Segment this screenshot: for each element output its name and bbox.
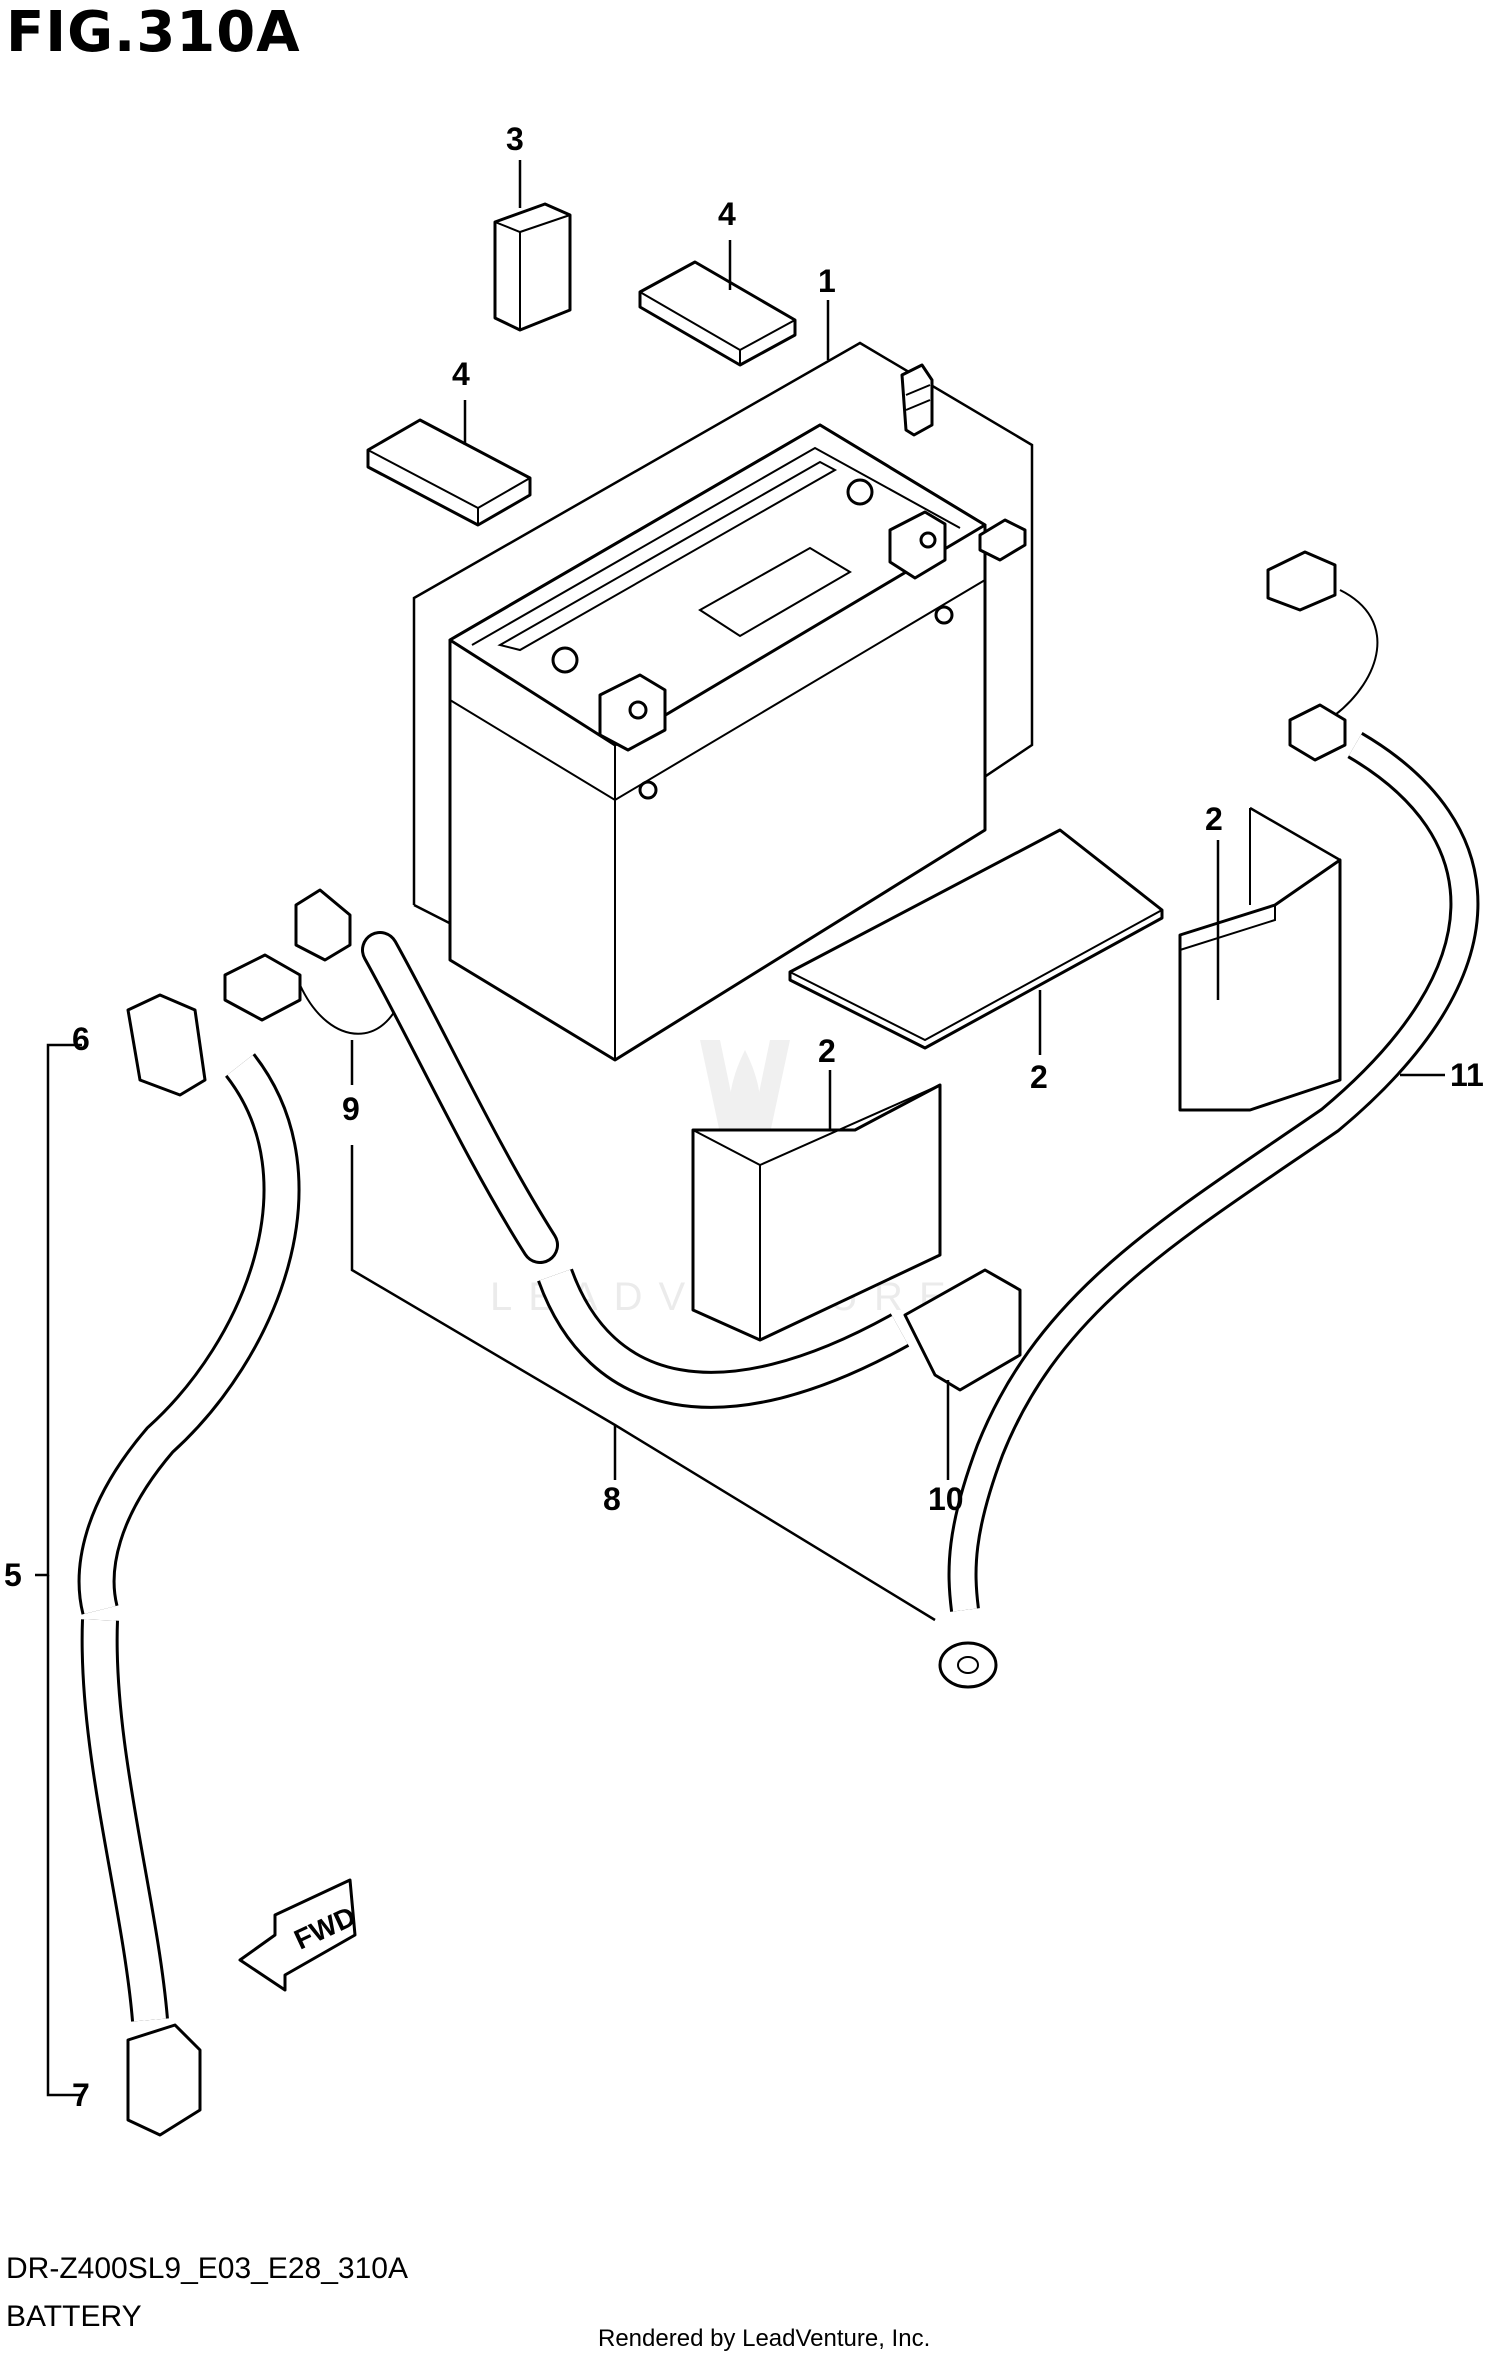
callout-3: 3 [506,121,524,157]
callout-4-lower: 4 [452,356,470,392]
fwd-arrow-icon: FWD [238,1878,360,1992]
callout-9: 9 [342,1091,360,1127]
callout-2-flat: 2 [1030,1059,1048,1095]
callout-5: 5 [4,1557,22,1593]
figure-title: FIG.310A [6,0,301,65]
section-name: BATTERY [6,2300,142,2333]
callout-7: 7 [72,2077,90,2113]
callout-2-right: 2 [1205,801,1223,837]
callout-1: 1 [818,263,836,299]
callout-6: 6 [72,1021,90,1057]
part-2-bent-pad-right [1178,806,1342,1112]
callout-leaders [35,160,1445,2097]
callout-2-center: 2 [818,1033,836,1069]
callout-8: 8 [603,1481,621,1517]
part-3-block [493,202,572,332]
callout-10: 10 [928,1481,964,1517]
part-4-pad-lower [366,418,532,527]
part-2-bent-pad-center [691,1083,942,1342]
rendered-by: Rendered by LeadVenture, Inc. [598,2325,931,2352]
cable-5-6-7 [77,993,301,2137]
callout-11: 11 [1450,1057,1484,1093]
battery [448,363,1027,1062]
cable-8-9 [223,888,1022,1409]
part-2-flat-pad [788,828,1164,1050]
model-code: DR-Z400SL9_E03_E28_310A [6,2252,408,2285]
part-4-pad-upper [638,260,797,367]
cable-11 [938,550,1480,1689]
callout-4-upper: 4 [718,196,736,232]
